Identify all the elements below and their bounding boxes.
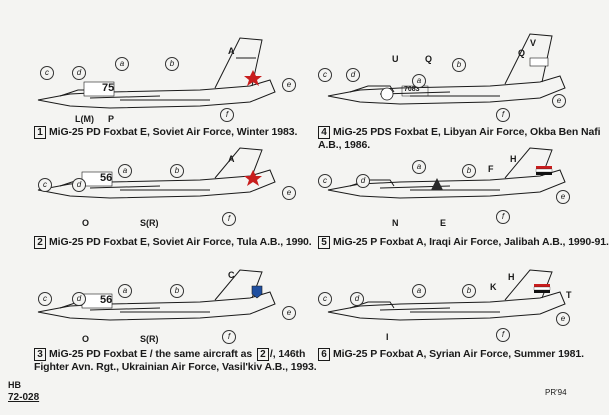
tail-code-2: 56 [100, 172, 113, 184]
product-code: 72-028 [8, 392, 40, 403]
label-f: f [496, 108, 510, 122]
label-d: d [72, 178, 86, 192]
label-f: f [220, 108, 234, 122]
label-b: b [170, 164, 184, 178]
label-H: H [508, 272, 515, 282]
label-f: f [222, 330, 236, 344]
label-T: T [566, 290, 572, 300]
panel-number-6: 6 [318, 348, 330, 361]
label-H: H [510, 154, 517, 164]
ref-number: 2 [256, 348, 269, 361]
label-a: a [412, 284, 426, 298]
label-a: a [115, 57, 129, 71]
label-d: d [350, 292, 364, 306]
label-b: b [170, 284, 184, 298]
aircraft-profile-4 [327, 33, 566, 105]
label-SR: S(R) [140, 218, 159, 228]
tail-code-3: 56 [100, 294, 113, 306]
label-SR: S(R) [140, 334, 159, 344]
artist-credit: PR'94 [545, 388, 567, 397]
label-c: c [38, 178, 52, 192]
label-c: c [38, 292, 52, 306]
panel-number-4: 4 [318, 126, 330, 139]
aircraft-profile-1 [37, 37, 276, 109]
label-c: c [318, 68, 332, 82]
label-V: V [530, 38, 537, 48]
label-b: b [462, 164, 476, 178]
label-d: d [72, 66, 86, 80]
panel-number-5: 5 [318, 236, 330, 249]
label-f: f [496, 328, 510, 342]
label-E: E [440, 218, 447, 228]
aircraft-profile-6 [327, 269, 566, 321]
label-e: e [552, 94, 566, 108]
aircraft-profile-3 [37, 269, 276, 321]
label-a: a [118, 284, 132, 298]
label-LM: L(M) [75, 114, 94, 124]
label-c: c [40, 66, 54, 80]
label-e: e [556, 190, 570, 204]
label-a: a [412, 74, 426, 88]
aircraft-profile-2 [37, 147, 276, 199]
label-C: C [228, 270, 235, 280]
manufacturer-logo: HB [8, 380, 21, 390]
label-c: c [318, 292, 332, 306]
label-e: e [556, 312, 570, 326]
label-c: c [318, 174, 332, 188]
label-O: O [82, 218, 90, 228]
label-b: b [452, 58, 466, 72]
label-U: U [392, 54, 399, 64]
label-d: d [72, 292, 86, 306]
label-d: d [346, 68, 360, 82]
label-b: b [165, 57, 179, 71]
syria-fin-flag [533, 284, 551, 293]
label-N: N [392, 218, 399, 228]
label-A: A [228, 46, 235, 56]
label-Q: Q [425, 54, 433, 64]
tail-code-1: 75 [102, 82, 115, 94]
label-b: b [462, 284, 476, 298]
panel-number-3: 3 [34, 348, 46, 361]
label-A: A [228, 154, 235, 164]
aircraft-profile-5 [327, 147, 566, 199]
label-F: F [488, 164, 494, 174]
tail-code-4: 7083 [404, 86, 420, 93]
label-O: O [82, 334, 90, 344]
label-f: f [222, 212, 236, 226]
label-I: I [386, 332, 389, 342]
label-a: a [412, 160, 426, 174]
label-e: e [282, 78, 296, 92]
iraq-fin-flag [535, 166, 553, 175]
label-d: d [356, 174, 370, 188]
label-K: K [490, 282, 497, 292]
label-a: a [118, 164, 132, 178]
panel-number-2: 2 [34, 236, 46, 249]
label-e: e [282, 186, 296, 200]
label-P: P [108, 114, 115, 124]
label-Q2: Q [518, 48, 526, 58]
panel-number-1: 1 [34, 126, 46, 139]
label-f: f [496, 210, 510, 224]
label-e: e [282, 306, 296, 320]
